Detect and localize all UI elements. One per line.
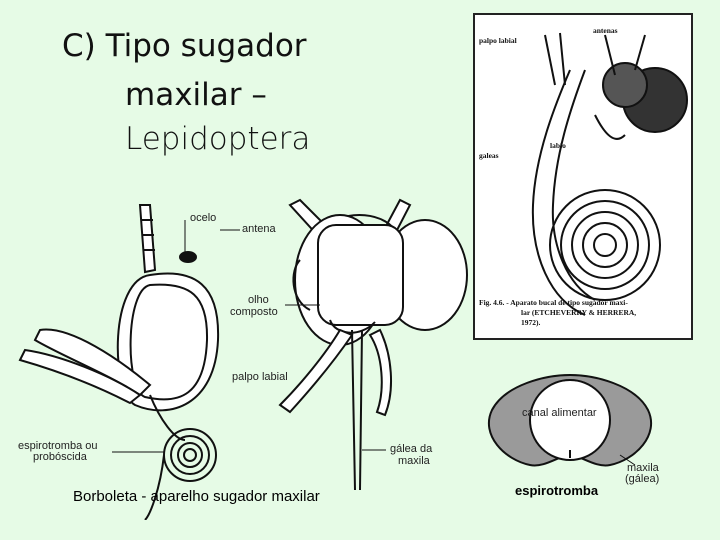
figure-4-6-illustration: palpo labial antenas labio galeas Fig. 4… xyxy=(479,26,688,327)
espirotromba-cross-section: canal alimentar maxila (gálea) xyxy=(487,373,660,485)
fig-label-palpo: palpo labial xyxy=(479,36,517,45)
label-galea-section: (gálea) xyxy=(625,473,659,485)
figure-4-6-panel: palpo labial antenas labio galeas Fig. 4… xyxy=(473,13,693,340)
label-maxila-section: maxila xyxy=(627,462,660,474)
espirotromba-caption: espirotromba xyxy=(515,483,599,498)
fig-caption-2: lar (ETCHEVERRY & HERRERA, xyxy=(521,308,636,317)
label-canal-alimentar: canal alimentar xyxy=(522,407,597,419)
label-maxila: maxila xyxy=(398,455,431,467)
label-antena: antena xyxy=(242,223,277,235)
label-palpo-labial: palpo labial xyxy=(232,371,288,383)
fig-label-labio: labio xyxy=(550,141,566,150)
title-line-2: maxilar – xyxy=(125,77,267,113)
title-line-1: C) Tipo sugador xyxy=(62,28,307,64)
label-proboscida: probóscida xyxy=(33,451,88,463)
label-espirotromba: espirotromba ou xyxy=(18,440,98,452)
label-olho: olho xyxy=(248,294,269,306)
title-line-3: Lepidoptera xyxy=(125,121,311,157)
fig-label-galeas: galeas xyxy=(479,151,499,160)
drawing-caption: Borboleta - aparelho sugador maxilar xyxy=(73,488,320,505)
label-galea: gálea da xyxy=(390,443,433,455)
fig-caption-1: Fig. 4.6. - Aparato bucal de tipo sugado… xyxy=(479,298,628,307)
butterfly-head-diagram: ocelo antena olho composto palpo labial … xyxy=(18,198,468,520)
label-composto: composto xyxy=(230,306,278,318)
fig-label-antenas: antenas xyxy=(593,26,618,35)
label-ocelo: ocelo xyxy=(190,212,216,224)
fig-caption-3: 1972). xyxy=(521,318,540,327)
